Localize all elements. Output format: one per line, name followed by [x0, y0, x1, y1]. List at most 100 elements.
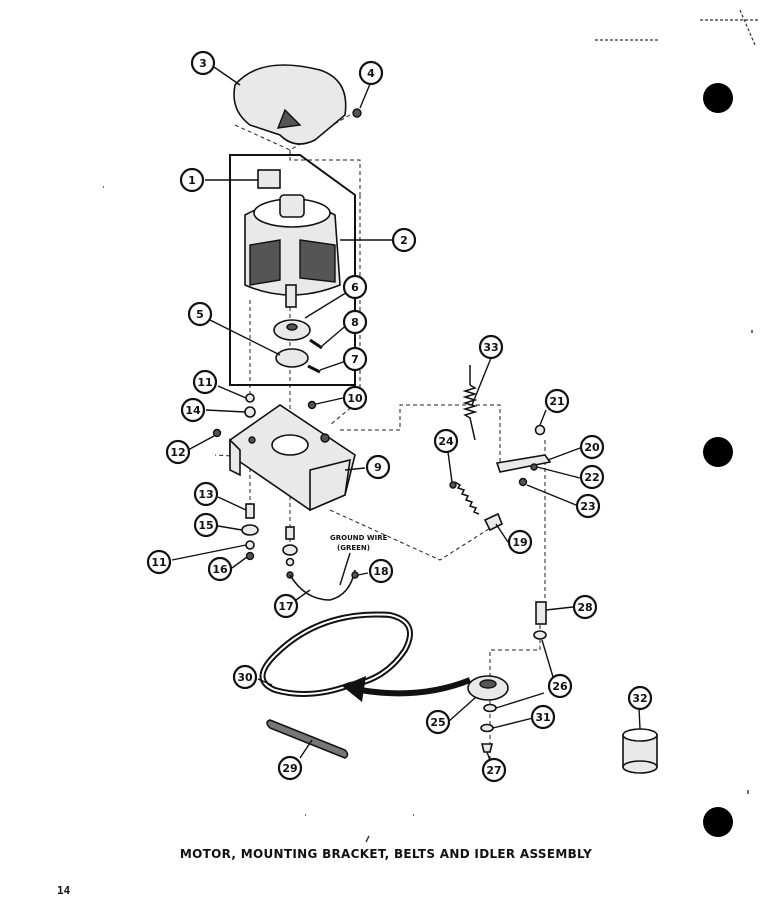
- idler-spring-upper: [462, 365, 478, 441]
- punch-hole-middle: [703, 437, 733, 467]
- idler-pulley-hub: [479, 679, 497, 689]
- svg-text:6: 6: [351, 281, 359, 294]
- motor-connector: [257, 169, 281, 189]
- svg-text:27: 27: [486, 764, 501, 777]
- washer-lower: [245, 540, 255, 550]
- svg-text:3: 3: [199, 57, 207, 70]
- svg-text:14: 14: [185, 404, 201, 417]
- callout-25: 25: [425, 709, 451, 735]
- motor-cover: [233, 64, 347, 145]
- callout-3: 3: [190, 50, 216, 76]
- callout-31: 31: [530, 704, 556, 730]
- drive-pulley: [275, 348, 309, 368]
- svg-text:9: 9: [374, 461, 382, 474]
- scan-speck-marks: [103, 186, 753, 843]
- svg-text:2: 2: [400, 234, 408, 247]
- callout-29: 29: [277, 755, 303, 781]
- svg-text:19: 19: [512, 536, 527, 549]
- callout-17: 17: [273, 593, 299, 619]
- svg-text:31: 31: [535, 711, 550, 724]
- callout-2: 2: [391, 227, 417, 253]
- callout-22: 22: [579, 464, 605, 490]
- callout-13: 13: [193, 481, 219, 507]
- idler-spring-clip: [449, 481, 457, 489]
- callout-12: 12: [165, 439, 191, 465]
- bracket-nut: [307, 400, 317, 410]
- svg-text:32: 32: [632, 692, 647, 705]
- svg-text:10: 10: [347, 392, 363, 405]
- callout-23: 23: [575, 493, 601, 519]
- callout-30: 30: [232, 664, 258, 690]
- callout-4: 4: [358, 60, 384, 86]
- callout-20: 20: [579, 434, 605, 460]
- idler-washer: [534, 424, 546, 436]
- svg-text:22: 22: [584, 471, 599, 484]
- pump-belt: [266, 719, 349, 759]
- svg-text:26: 26: [552, 680, 568, 693]
- svg-text:20: 20: [584, 441, 600, 454]
- svg-text:23: 23: [580, 500, 595, 513]
- scan-edge-marks: [595, 9, 760, 46]
- grommet-upper: [244, 406, 256, 418]
- svg-text:11: 11: [151, 556, 166, 569]
- idler-nut: [530, 463, 538, 471]
- svg-text:28: 28: [577, 601, 592, 614]
- idler-spacer: [533, 630, 547, 640]
- diagram-caption: MOTOR, MOUNTING BRACKET, BELTS AND IDLER…: [179, 847, 593, 861]
- svg-text:4: 4: [367, 67, 375, 80]
- svg-text:29: 29: [282, 762, 297, 775]
- mounting-bracket: [229, 404, 356, 512]
- page-number: 14: [57, 884, 71, 897]
- idler-clip: [483, 512, 504, 532]
- grommet-lower: [241, 524, 259, 536]
- idler-shaft: [535, 601, 547, 625]
- callout-8: 8: [342, 309, 368, 335]
- svg-text:8: 8: [351, 316, 359, 329]
- punch-hole-bottom: [703, 807, 733, 837]
- callout-18-ground: 18: [368, 558, 394, 584]
- callout-1: 1: [179, 167, 205, 193]
- idler-retainer-washer: [480, 723, 494, 733]
- callout-24: 24: [433, 428, 459, 454]
- spacer-sleeve: [245, 503, 255, 519]
- callout-7: 7: [342, 346, 368, 372]
- leader-lines: [171, 66, 641, 764]
- motor-grommet: [282, 544, 298, 556]
- callout-15: 15: [193, 512, 219, 538]
- washer-upper: [245, 393, 255, 403]
- svg-text:16: 16: [212, 563, 228, 576]
- idler-retainer-clip: [480, 743, 494, 753]
- svg-text:13: 13: [198, 488, 213, 501]
- install-arrow: [359, 677, 472, 697]
- callout-16: 16: [207, 556, 233, 582]
- idler-arm-bracket: [495, 454, 552, 473]
- nut-lower: [245, 551, 255, 561]
- callout-28: 28: [572, 594, 598, 620]
- svg-text:11: 11: [197, 376, 212, 389]
- svg-text:15: 15: [198, 519, 213, 532]
- svg-text:17: 17: [278, 600, 293, 613]
- drive-belt-inner: [261, 613, 411, 695]
- callout-6: 6: [342, 274, 368, 300]
- callout-5: 5: [187, 301, 213, 327]
- callout-32: 32: [627, 685, 653, 711]
- svg-text:5: 5: [196, 308, 204, 321]
- drive-belt: [259, 611, 413, 697]
- svg-text:30: 30: [237, 671, 253, 684]
- callout-9: 9: [365, 454, 391, 480]
- svg-text:24: 24: [438, 435, 454, 448]
- ground-wire-label: GROUND WIRE: [330, 534, 388, 542]
- callout-11-lower: 11: [146, 549, 172, 575]
- ground-wire: [289, 569, 356, 601]
- capacitor: [622, 728, 658, 774]
- svg-text:1: 1: [188, 174, 196, 187]
- key-pin-lower: [307, 364, 321, 374]
- ground-wire-color-label: (GREEN): [337, 544, 370, 552]
- install-arrow-head: [342, 676, 366, 702]
- callout-26: 26: [547, 673, 573, 699]
- svg-text:21: 21: [549, 395, 564, 408]
- motor-washer: [285, 557, 295, 567]
- callout-11-upper: 11: [192, 369, 218, 395]
- svg-text:18: 18: [373, 565, 388, 578]
